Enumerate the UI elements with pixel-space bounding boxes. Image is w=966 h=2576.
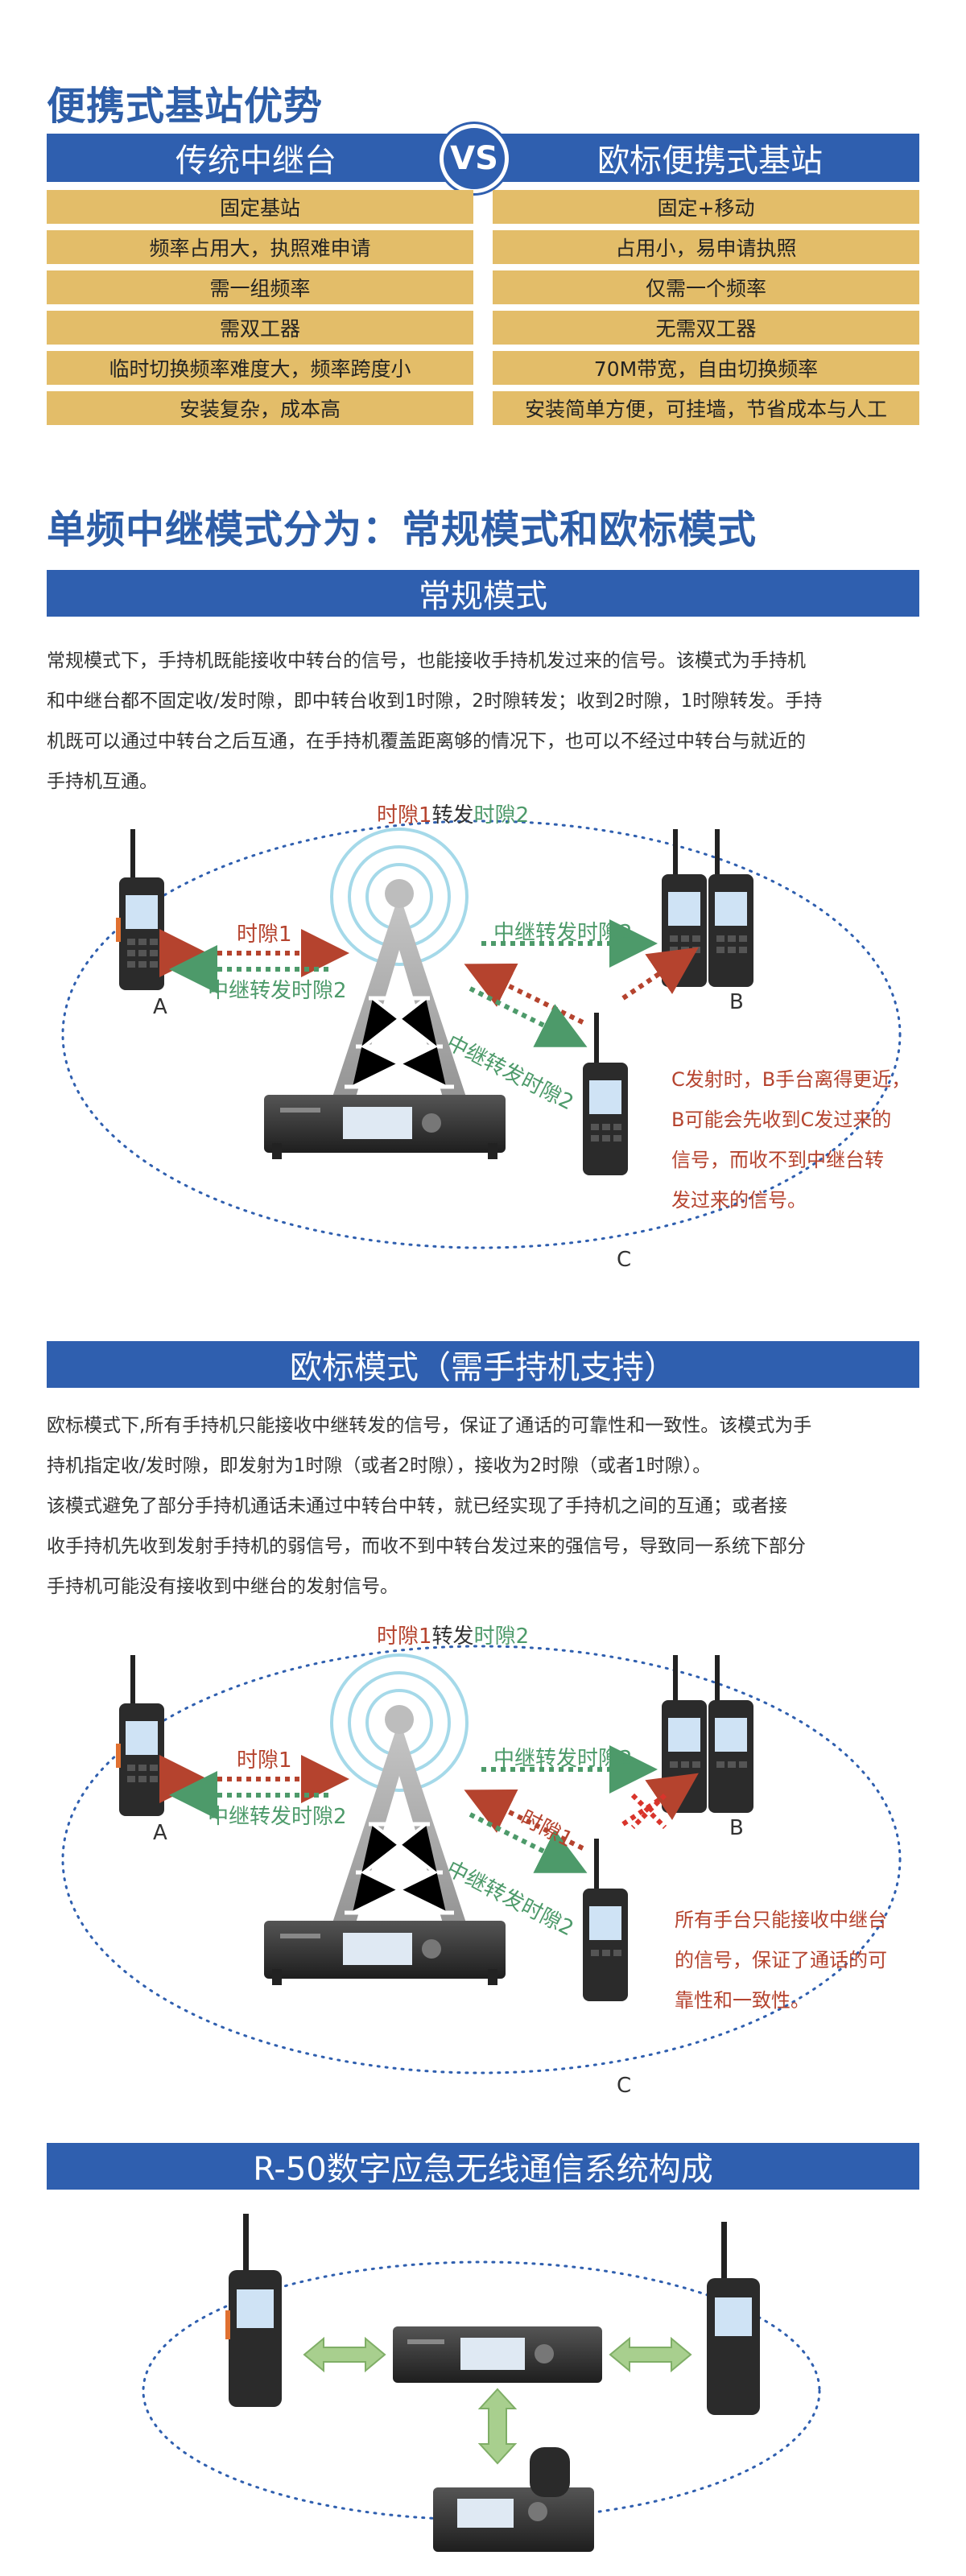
relay-tower-icon	[325, 1705, 473, 1945]
modes-title: 单频中继模式分为：常规模式和欧标模式	[47, 507, 758, 552]
handheld-radio-b-icon	[662, 1655, 753, 1813]
comparison-row: 安装复杂，成本高 安装简单方便，可挂墙，节省成本与人工	[47, 391, 919, 425]
etsi-mode-diagram: 时隙1转发时隙2 时隙1 中继转发时隙2 中继转发时隙2 时隙1 中继转发时隙2…	[47, 1618, 919, 2117]
etsi-mode-band: 欧标模式（需手持机支持）	[47, 1341, 919, 1388]
paragraph-line: 欧标模式下,所有手持机只能接收中继转发的信号，保证了通话的可靠性和一致性。该模式…	[47, 1415, 812, 1436]
link-arrow-down-icon	[477, 2388, 518, 2465]
note-line: 靠性和一致性。	[675, 1989, 810, 2012]
radio-a-label: A	[153, 995, 167, 1019]
note-line: 发过来的信号。	[671, 1189, 807, 1212]
row-left-cell: 需双工器	[47, 311, 473, 345]
paragraph-line: 该模式避免了部分手持机通话未通过中转台中转，就已经实现了手持机之间的互通；或者接	[47, 1496, 787, 1517]
row-right-cell: 70M带宽，自由切换频率	[493, 351, 919, 385]
direct-c-to-b-arrow	[621, 947, 699, 1001]
diagram-graphics	[61, 819, 902, 1249]
paragraph-line: 机既可以通过中转台之后互通，在手持机覆盖距离够的情况下，也可以不经过中转台与就近…	[47, 731, 806, 752]
uplink-diag-arrow	[464, 963, 584, 1025]
row-right-cell: 占用小，易申请执照	[493, 230, 919, 264]
normal-mode-band: 常规模式	[47, 570, 919, 617]
paragraph-line: 手持机互通。	[47, 771, 158, 792]
slot1-label: 时隙1	[237, 923, 292, 947]
comparison-row: 需一组频率 仅需一个频率	[47, 270, 919, 304]
row-left-cell: 需一组频率	[47, 270, 473, 304]
vs-badge: VS	[440, 124, 509, 193]
reliability-note: 所有手台只能接收中继台 的信号，保证了通话的可 靠性和一致性。	[675, 1900, 887, 2021]
etsi-portable-header: 欧标便携式基站	[501, 134, 919, 182]
handheld-radio-b-icon	[662, 829, 753, 987]
radio-a-label: A	[153, 1821, 167, 1845]
note-line: 信号，而收不到中继台转	[671, 1149, 884, 1171]
normal-mode-diagram: 时隙1转发时隙2 时隙1 中继转发时隙2 中继转发时隙2 中继转发时隙2 A B…	[47, 797, 919, 1288]
slot-relay-caption: 时隙1转发时隙2	[377, 1624, 530, 1649]
paragraph-line: 常规模式下，手持机既能接收中转台的信号，也能接收手持机发过来的信号。该模式为手持…	[47, 650, 806, 671]
handheld-radio-right-icon	[707, 2222, 760, 2415]
row-left-cell: 临时切换频率难度大，频率跨度小	[47, 351, 473, 385]
paragraph-line: 和中继台都不固定收/发时隙，即中转台收到1时隙，2时隙转发；收到2时隙，1时隙转…	[47, 691, 823, 712]
note-line: C发射时，B手台离得更近，	[671, 1068, 911, 1091]
comparison-row: 需双工器 无需双工器	[47, 311, 919, 345]
handheld-radio-left-icon	[225, 2214, 282, 2407]
slot1-label: 时隙1	[237, 1748, 292, 1773]
interference-note: C发射时，B手台离得更近， B可能会先收到C发过来的 信号，而收不到中继台转 发…	[671, 1059, 910, 1220]
radio-c-label: C	[617, 2074, 632, 2098]
slot-relay-caption: 时隙1转发时隙2	[377, 803, 530, 828]
relay-slot2-left-label: 中继转发时隙2	[208, 979, 347, 1003]
system-diagram	[47, 2206, 919, 2568]
paragraph-line: 手持机可能没有接收到中继台的发射信号。	[47, 1576, 398, 1597]
repeater-device-icon	[264, 1095, 506, 1159]
blocked-x-icon	[630, 1793, 667, 1830]
portable-repeater-icon	[393, 2326, 602, 2383]
radio-c-label: C	[617, 1248, 632, 1272]
note-line: 所有手台只能接收中继台	[675, 1909, 887, 1931]
handheld-radio-a-icon	[116, 1655, 164, 1816]
advantages-title: 便携式基站优势	[47, 84, 324, 129]
diagram-graphics	[142, 2214, 821, 2552]
radio-b-label: B	[729, 990, 744, 1014]
relay-slot2-right-label: 中继转发时隙2	[493, 1747, 633, 1771]
coverage-ellipse	[61, 819, 902, 1249]
etsi-mode-description: 欧标模式下,所有手持机只能接收中继转发的信号，保证了通话的可靠性和一致性。该模式…	[47, 1406, 919, 1607]
note-line: B可能会先收到C发过来的	[671, 1108, 892, 1131]
relay-diag-arrow	[469, 986, 588, 1047]
relay-slot2-left-label: 中继转发时隙2	[208, 1805, 347, 1829]
row-right-cell: 仅需一个频率	[493, 270, 919, 304]
comparison-header: 传统中继台 欧标便携式基站 VS	[47, 124, 919, 193]
comparison-row: 固定基站 固定+移动	[47, 190, 919, 224]
system-band: R-50数字应急无线通信系统构成	[47, 2143, 919, 2190]
handheld-radio-c-icon	[583, 1839, 628, 2001]
handheld-radio-a-icon	[116, 829, 164, 990]
row-right-cell: 无需双工器	[493, 311, 919, 345]
relay-slot2-right-label: 中继转发时隙2	[493, 921, 633, 945]
row-left-cell: 固定基站	[47, 190, 473, 224]
note-line: 的信号，保证了通话的可	[675, 1949, 887, 1971]
repeater-device-icon	[264, 1921, 506, 1985]
row-left-cell: 安装复杂，成本高	[47, 391, 473, 425]
link-arrow-right-icon	[609, 2336, 692, 2373]
traditional-repeater-header: 传统中继台	[47, 134, 465, 182]
link-arrow-left-icon	[303, 2336, 386, 2373]
diagram-graphics	[61, 1645, 902, 2074]
row-right-cell: 安装简单方便，可挂墙，节省成本与人工	[493, 391, 919, 425]
normal-mode-description: 常规模式下，手持机既能接收中转台的信号，也能接收手持机发过来的信号。该模式为手持…	[47, 641, 919, 802]
coverage-ellipse	[61, 1645, 902, 2074]
row-left-cell: 频率占用大，执照难申请	[47, 230, 473, 264]
radio-b-label: B	[729, 1816, 744, 1840]
comparison-row: 临时切换频率难度大，频率跨度小 70M带宽，自由切换频率	[47, 351, 919, 385]
mobile-radio-icon	[433, 2447, 594, 2552]
blocked-direct-arrow	[621, 1773, 699, 1827]
paragraph-line: 收手持机先收到发射手持机的弱信号，而收不到中转台发过来的强信号，导致同一系统下部…	[47, 1536, 806, 1557]
comparison-row: 频率占用大，执照难申请 占用小，易申请执照	[47, 230, 919, 264]
relay-tower-icon	[325, 879, 473, 1119]
row-right-cell: 固定+移动	[493, 190, 919, 224]
handheld-radio-c-icon	[583, 1013, 628, 1175]
paragraph-line: 持机指定收/发时隙，即发射为1时隙（或者2时隙），接收为2时隙（或者1时隙）。	[47, 1455, 712, 1476]
